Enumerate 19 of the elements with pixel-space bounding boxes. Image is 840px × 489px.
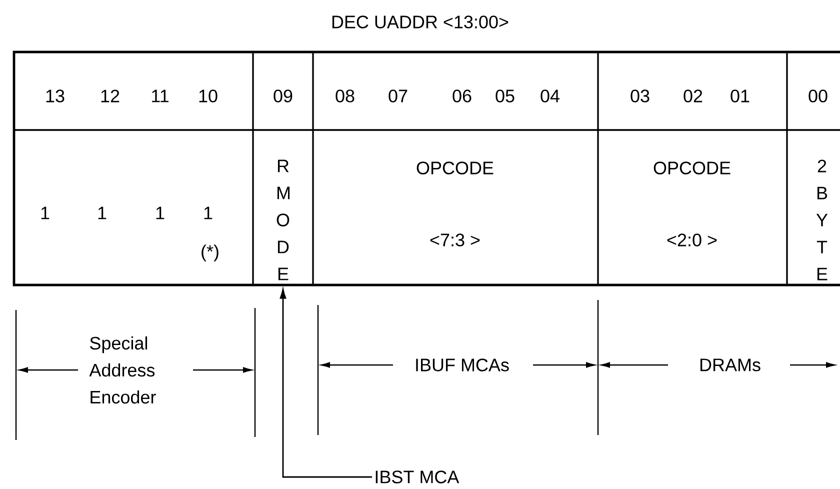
node-label: 13 <box>46 90 64 102</box>
field-cell: OPCODE <7:3 > <box>312 129 599 286</box>
node-label: 10 <box>199 90 218 102</box>
dimension-label: Special Address Encoder <box>89 336 156 404</box>
field-cell: R M O D E <box>252 129 314 286</box>
title: DEC UADDR <13:00> <box>332 16 508 28</box>
field-cell: 1 1 1 1 (*) <box>13 129 254 286</box>
node-label: 12 <box>101 90 120 102</box>
field-cell: 2 B Y T E <box>786 129 840 286</box>
bit-number-cell: 03 02 01 <box>597 51 788 131</box>
leader-line <box>280 288 372 478</box>
bit-number-cell: 08 07 06 05 04 <box>312 51 599 131</box>
bit-number-cell: 00 <box>786 51 840 131</box>
field-cell: OPCODE <2:0 > <box>597 129 788 286</box>
bit-number-cell: 09 <box>252 51 314 131</box>
callout-text: IBST MCA <box>376 470 460 484</box>
dimension-label: IBUF MCAs <box>416 358 509 372</box>
dimension-label: DRAMs <box>700 358 760 372</box>
node-label: 11 <box>152 90 168 102</box>
